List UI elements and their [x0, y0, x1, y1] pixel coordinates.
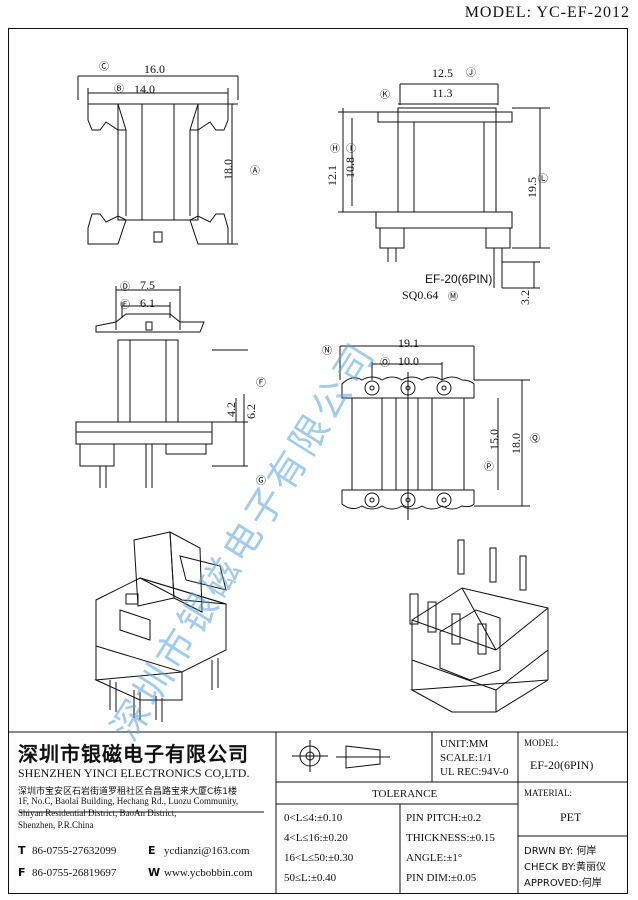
tolerance-3: 16<L≤50:±0.30 — [284, 852, 354, 864]
isometric-view-left — [94, 531, 227, 722]
isometric-view-right — [409, 539, 549, 713]
approved-by: APPROVED:何岸 — [524, 878, 602, 889]
fax-number: 86-0755-26819697 — [32, 867, 117, 879]
label-b: Ⓑ — [114, 84, 124, 95]
email-link[interactable]: ycdianzi@163.com — [164, 845, 250, 857]
pin-dim: PIN DIM:±0.05 — [406, 872, 477, 884]
label-n: Ⓝ — [322, 346, 332, 357]
material-label: MATERIAL: — [524, 788, 572, 798]
bottom-view — [339, 345, 530, 520]
company-name-en: SHENZHEN YINCI ELECTRONICS CO,LTD. — [18, 766, 250, 780]
dim-h: 12.1 — [325, 165, 339, 186]
label-k: Ⓚ — [380, 90, 390, 101]
label-d: Ⓓ — [120, 282, 130, 293]
dim-k: 11.3 — [432, 86, 453, 100]
angle: ANGLE:±1° — [406, 852, 463, 864]
pin-pitch: PIN PITCH:±0.2 — [406, 812, 482, 824]
label-p: Ⓟ — [484, 462, 494, 473]
label-m: Ⓜ — [448, 292, 458, 303]
label-g: Ⓖ — [256, 476, 266, 487]
title-block-lines — [8, 731, 628, 894]
label-h: Ⓗ — [330, 144, 340, 155]
checked-by: CHECK BY:黄丽仪 — [524, 862, 607, 873]
ul-rec: UL REC:94V-0 — [440, 766, 509, 778]
dim-e: 6.1 — [140, 296, 155, 310]
dim-p: 15.0 — [487, 429, 501, 450]
address-en-2: Shiyan Residential District, BaoAn Distr… — [18, 808, 177, 818]
dim-a: 18.0 — [221, 159, 235, 180]
dim-f: 4.2 — [224, 402, 238, 417]
email-icon: E — [148, 844, 156, 857]
drawn-by: DRWN BY: 何岸 — [524, 846, 597, 857]
material-value: PET — [560, 810, 582, 824]
tolerance-1: 0<L≤4:±0.10 — [284, 812, 343, 824]
dim-g: 6.2 — [244, 404, 258, 419]
dim-c: 16.0 — [144, 62, 165, 76]
label-e: Ⓔ — [120, 300, 130, 311]
dim-o: 10.0 — [398, 354, 419, 368]
label-l: Ⓛ — [538, 174, 548, 185]
label-c: Ⓒ — [99, 62, 109, 73]
label-i: Ⓘ — [346, 144, 356, 155]
web-icon: W — [148, 866, 161, 879]
dim-i: 10.8 — [343, 157, 357, 178]
tolerance-2: 4<L≤16:±0.20 — [284, 832, 348, 844]
fax-icon: F — [18, 866, 26, 879]
unit: UNIT:MM — [440, 738, 489, 750]
model-label: MODEL: — [524, 738, 559, 748]
address-en-1: 1F, No.C, Baolai Building, Hechang Rd., … — [18, 796, 239, 806]
tolerance-title: TOLERANCE — [372, 788, 438, 800]
dim-pin-length: 3.2 — [518, 290, 532, 305]
label-o: Ⓞ — [380, 358, 390, 369]
label-a: Ⓐ — [250, 166, 260, 177]
scale: SCALE:1/1 — [440, 752, 492, 764]
company-name-cn: 深圳市银磁电子有限公司 — [18, 742, 249, 766]
dim-n: 19.1 — [398, 336, 419, 350]
address-en-3: Shenzhen, P.R.China — [18, 820, 94, 830]
end-view — [75, 286, 248, 488]
model-value: EF-20(6PIN) — [530, 758, 594, 772]
drawing-frame — [8, 28, 628, 894]
side-view — [338, 83, 550, 289]
dim-b: 14.0 — [134, 82, 155, 96]
dim-q: 18.0 — [509, 433, 523, 454]
model-title: MODEL: YC-EF-2012 — [464, 4, 630, 21]
label-f: Ⓕ — [256, 378, 266, 389]
tel-icon: T — [18, 844, 26, 857]
tel-number: 86-0755-27632099 — [32, 845, 117, 857]
web-link[interactable]: www.ycbobbin.com — [164, 867, 253, 879]
address-cn: 深圳市宝安区石岩街道罗租社区合昌路宝来大厦C栋1楼 — [18, 787, 238, 797]
tolerance-4: 50≤L:±0.40 — [284, 872, 337, 884]
thickness: THICKNESS:±0.15 — [406, 832, 495, 844]
dim-d: 7.5 — [140, 278, 155, 292]
dim-m: SQ0.64 — [402, 288, 439, 302]
part-label: EF-20(6PIN) — [425, 272, 493, 286]
label-j: Ⓙ — [466, 68, 476, 79]
label-q: Ⓠ — [530, 434, 540, 445]
front-view — [77, 75, 239, 245]
dim-j: 12.5 — [432, 66, 453, 80]
